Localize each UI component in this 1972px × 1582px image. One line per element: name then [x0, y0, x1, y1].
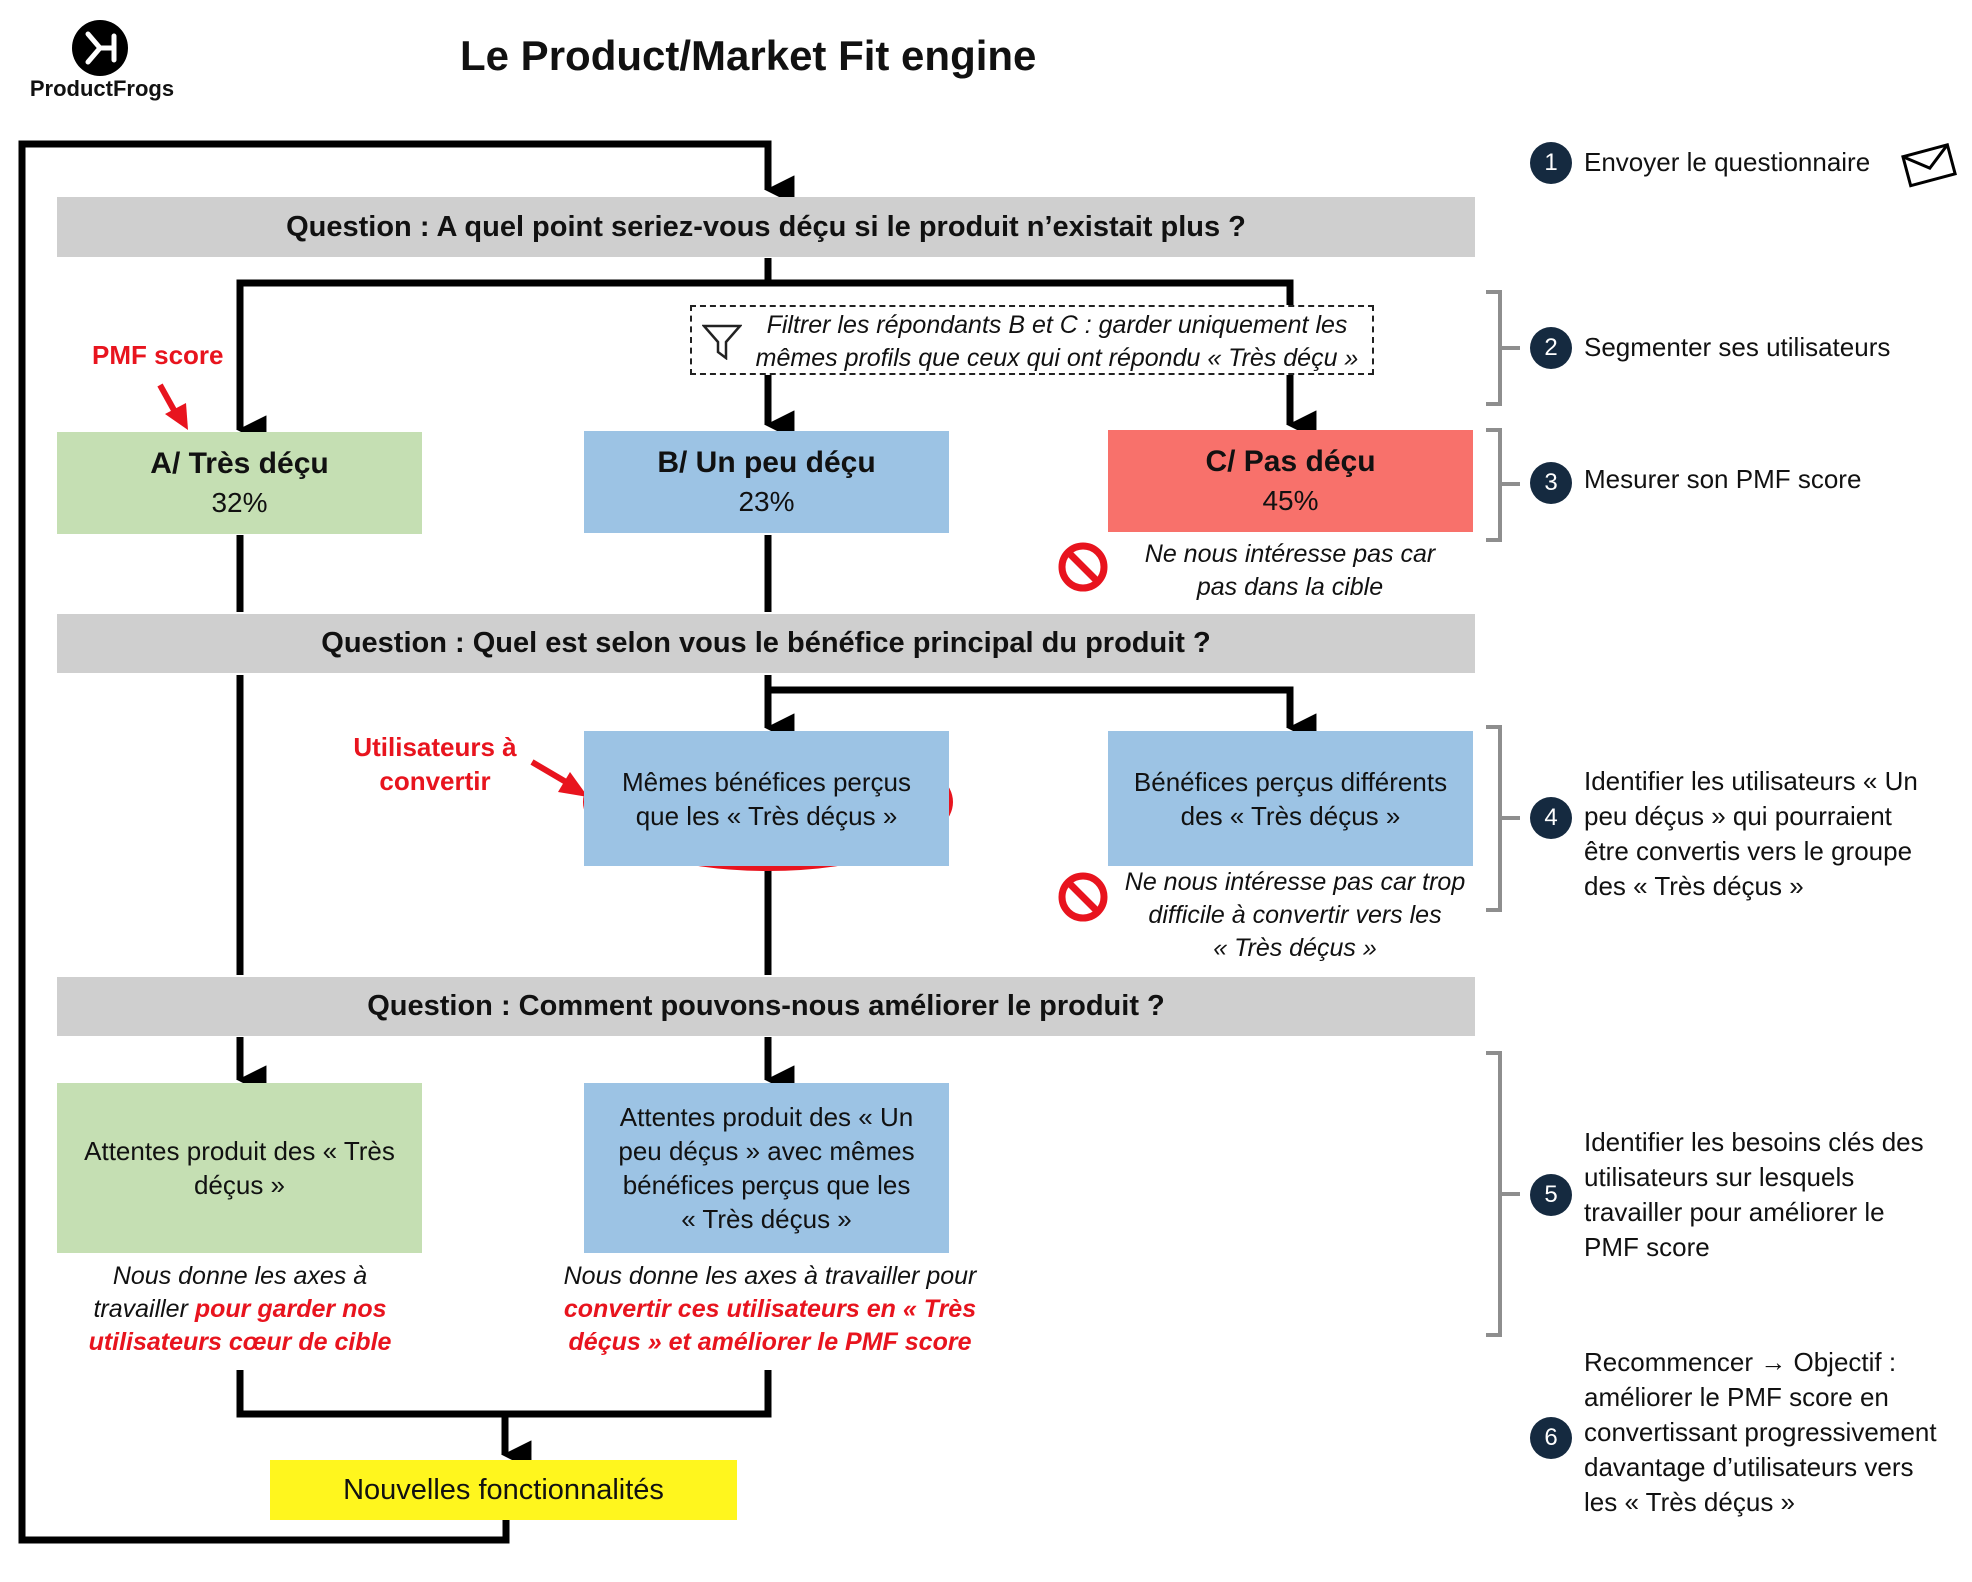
- users-to-convert-label: Utilisateurs à convertir: [340, 730, 530, 798]
- answer-a-box: A/ Très déçu 32%: [57, 432, 422, 534]
- bracket-step-2: [1486, 290, 1502, 406]
- step-4-text-line-3: être convertis vers le groupe: [1584, 836, 1913, 866]
- step-6-text-line-2: améliorer le PMF score en: [1584, 1382, 1889, 1412]
- step-5-text-line-2: utilisateurs sur lesquels: [1584, 1162, 1855, 1192]
- step-5-number: 5: [1530, 1174, 1572, 1216]
- answer-b-box: B/ Un peu déçu 23%: [584, 431, 949, 533]
- not-interested-note-2: Ne nous intéresse pas car trop difficile…: [1110, 866, 1480, 965]
- expectations-b-line-4: « Très déçus »: [681, 1204, 852, 1234]
- step-6-number: 6: [1530, 1417, 1572, 1459]
- step-5-text-line-3: travailler pour améliorer le: [1584, 1197, 1885, 1227]
- not-interested-2-line-2: difficile à convertir vers les: [1148, 901, 1442, 929]
- axes-note-a-line-2-red: pour garder nos: [194, 1295, 387, 1323]
- users-to-convert-line-2: convertir: [379, 766, 491, 796]
- expectations-a-line-1: Attentes produit des « Très: [84, 1136, 395, 1166]
- forbidden-icon: [1058, 872, 1108, 922]
- brand-logo: ProductFrogs: [22, 18, 182, 108]
- step-6-text-line-5: les « Très déçus »: [1584, 1487, 1795, 1517]
- step-6-text-line-3: convertissant progressivement: [1584, 1417, 1937, 1447]
- step-4-number: 4: [1530, 797, 1572, 839]
- step-6-text-line-4: davantage d’utilisateurs vers: [1584, 1452, 1914, 1482]
- step-6: 6 Recommencer → Objectif : améliorer le …: [1530, 1345, 1937, 1520]
- loop-back-line: [18, 140, 795, 1544]
- step-4-text-line-4: des « Très déçus »: [1584, 871, 1804, 901]
- branch-a-line: [236, 279, 768, 445]
- answer-c-value: 45%: [1262, 485, 1319, 516]
- bracket-step-4: [1486, 725, 1502, 912]
- filter-note-line-2: mêmes profils que ceux qui ont répondu «…: [755, 344, 1359, 372]
- filter-note-box: Filtrer les répondants B et C : garder u…: [690, 305, 1374, 375]
- axes-note-b-line-2-red: convertir ces utilisateurs en « Très: [563, 1295, 977, 1323]
- q2-to-diff-line: [768, 686, 1317, 743]
- axes-note-b-line-3-red: déçus » et améliorer le PMF score: [568, 1328, 972, 1356]
- step-1-number: 1: [1530, 142, 1572, 184]
- axes-note-b: Nous donne les axes à travailler pour co…: [540, 1260, 1000, 1359]
- filter-note-line-1: Filtrer les répondants B et C : garder u…: [766, 311, 1348, 339]
- step-4: 4 Identifier les utilisateurs « Un peu d…: [1530, 764, 1918, 904]
- new-features-box: Nouvelles fonctionnalités: [270, 1460, 737, 1520]
- not-interested-2-line-3: « Très déçus »: [1213, 934, 1377, 962]
- different-benefits-line-1: Bénéfices perçus différents: [1133, 766, 1448, 797]
- expectations-b-line-3: bénéfices perçus que les: [622, 1170, 911, 1200]
- step-6-text-line-1: Recommencer → Objectif :: [1584, 1347, 1897, 1377]
- step-5-text-line-4: PMF score: [1584, 1232, 1710, 1262]
- step-3-text: Mesurer son PMF score: [1584, 464, 1862, 494]
- axes-note-a: Nous donne les axes à travailler pour ga…: [40, 1260, 440, 1359]
- answer-a-label: A/ Très déçu: [150, 447, 329, 480]
- axes-note-a-line-1: Nous donne les axes à: [112, 1262, 368, 1290]
- merge-line: [236, 1370, 772, 1418]
- step-5-text-line-1: Identifier les besoins clés des: [1584, 1127, 1924, 1157]
- pmf-score-label: PMF score: [92, 340, 224, 370]
- question-2-bar: Question : Quel est selon vous le bénéfi…: [57, 614, 1475, 673]
- step-2: 2 Segmenter ses utilisateurs: [1530, 327, 1890, 369]
- question-1-bar: Question : A quel point seriez-vous déçu…: [57, 197, 1475, 257]
- step-3-number: 3: [1530, 462, 1572, 504]
- axes-note-a-line-3-red: utilisateurs cœur de cible: [88, 1328, 392, 1356]
- not-interested-2-line-1: Ne nous intéresse pas car trop: [1124, 868, 1466, 896]
- expectations-b-box: Attentes produit des « Un peu déçus » av…: [584, 1083, 949, 1253]
- expectations-b-line-2: peu déçus » avec mêmes: [618, 1136, 915, 1166]
- expectations-a-line-2: déçus »: [193, 1170, 286, 1200]
- bracket-step-3: [1486, 428, 1502, 542]
- different-benefits-box: Bénéfices perçus différents des « Très d…: [1108, 731, 1473, 866]
- axes-note-b-line-1: Nous donne les axes à travailler pour: [563, 1262, 977, 1290]
- envelope-icon: [1901, 142, 1957, 188]
- forbidden-icon: [1058, 542, 1108, 592]
- brand-name: ProductFrogs: [29, 76, 175, 101]
- page-title: Le Product/Market Fit engine: [460, 32, 1037, 79]
- step-4-text-line-2: peu déçus » qui pourraient: [1584, 801, 1892, 831]
- step-5: 5 Identifier les besoins clés des utilis…: [1530, 1125, 1924, 1265]
- answer-b-value: 23%: [738, 486, 795, 517]
- step-1-text: Envoyer le questionnaire: [1584, 147, 1871, 177]
- answer-c-box: C/ Pas déçu 45%: [1108, 430, 1473, 532]
- users-to-convert-line-1: Utilisateurs à: [353, 732, 517, 762]
- branch-c-line: [768, 279, 1317, 440]
- answer-b-label: B/ Un peu déçu: [657, 446, 876, 479]
- different-benefits-line-2: des « Très déçus »: [1180, 800, 1401, 831]
- axes-note-a-line-2: travailler: [93, 1295, 195, 1323]
- answer-a-value: 32%: [211, 487, 268, 518]
- expectations-a-box: Attentes produit des « Très déçus »: [57, 1083, 422, 1253]
- step-2-text: Segmenter ses utilisateurs: [1584, 332, 1891, 362]
- step-1: 1 Envoyer le questionnaire: [1530, 142, 1870, 184]
- not-interested-1-line-2: pas dans la cible: [1196, 573, 1384, 601]
- filter-icon: [702, 324, 742, 360]
- not-interested-1-line-1: Ne nous intéresse pas car: [1144, 540, 1436, 568]
- not-interested-note-1: Ne nous intéresse pas car pas dans la ci…: [1120, 538, 1460, 604]
- step-2-number: 2: [1530, 327, 1572, 369]
- same-benefits-box: Mêmes bénéfices perçus que les « Très dé…: [584, 731, 949, 866]
- bracket-step-5: [1486, 1051, 1502, 1337]
- answer-c-label: C/ Pas déçu: [1205, 445, 1376, 478]
- same-benefits-line-1: Mêmes bénéfices perçus: [621, 766, 912, 797]
- step-4-text-line-1: Identifier les utilisateurs « Un: [1584, 766, 1918, 796]
- same-benefits-line-2: que les « Très déçus »: [635, 800, 898, 831]
- frog-logo-icon: [72, 20, 128, 76]
- question-3-bar: Question : Comment pouvons-nous améliore…: [57, 977, 1475, 1036]
- step-3: 3 Mesurer son PMF score: [1530, 462, 1861, 504]
- expectations-b-line-1: Attentes produit des « Un: [619, 1102, 914, 1132]
